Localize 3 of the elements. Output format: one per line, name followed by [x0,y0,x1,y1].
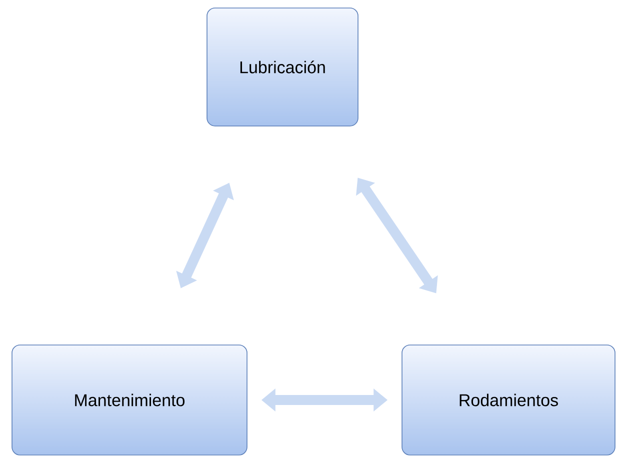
process-box: Mantenimiento [12,344,248,456]
process-box: Rodamientos [402,344,616,456]
process-box: Lubricación [206,8,358,126]
